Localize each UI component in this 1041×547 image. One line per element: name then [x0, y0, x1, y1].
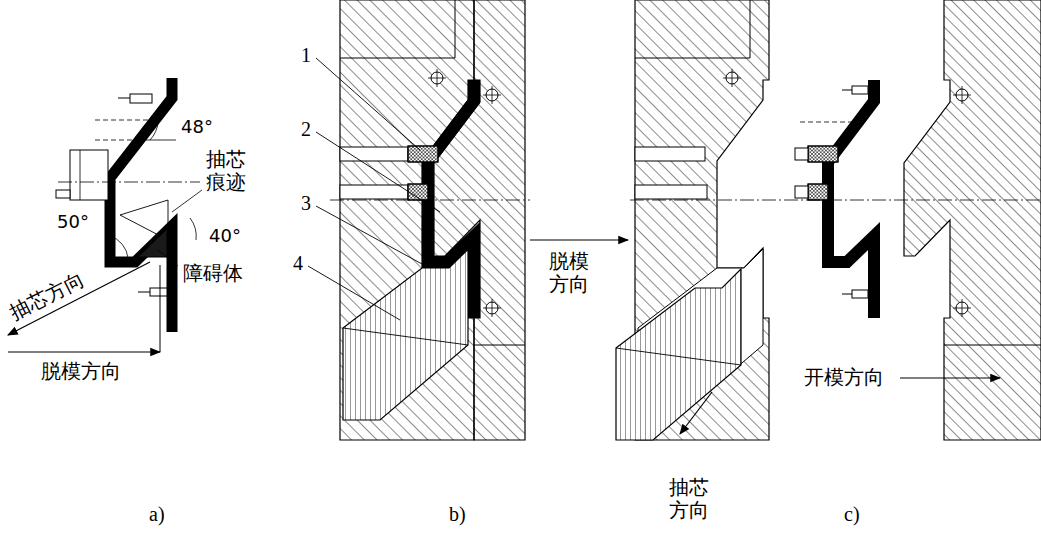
angle-label: 48° [180, 117, 214, 138]
pin-hole [635, 185, 707, 199]
leader-line [316, 132, 440, 212]
plate-joint [635, 58, 750, 59]
callout-number: 4 [292, 252, 304, 275]
screw-cross [953, 86, 971, 104]
note-label: 障碍体 [182, 262, 244, 285]
callout-number: 2 [300, 118, 312, 141]
direction-label: 抽芯方向 [5, 267, 89, 325]
angled-slider [616, 269, 741, 440]
mounting-stud [795, 148, 808, 160]
mounting-stud [130, 94, 152, 103]
hidden-line [800, 122, 860, 123]
direction-arrow [8, 351, 160, 352]
leader-line [308, 266, 400, 320]
part-boss [408, 146, 438, 162]
hidden-line [95, 140, 143, 141]
part-boss-hatch [408, 146, 438, 162]
angle-label: 50° [56, 212, 90, 233]
obstacle-body [138, 229, 167, 257]
stud-pin [138, 292, 150, 293]
mold-plate [434, 0, 525, 440]
hidden-line [95, 120, 158, 121]
plate-joint [340, 58, 455, 59]
part-boss-hatch [808, 184, 828, 200]
mounting-stud [56, 190, 70, 198]
center-line [58, 182, 200, 183]
angle-arc [110, 236, 128, 258]
screw-cross [953, 299, 971, 317]
slider-line [343, 328, 468, 345]
callout-number: 1 [300, 44, 312, 67]
callout-number: 3 [300, 192, 312, 215]
screw-cross [428, 69, 446, 87]
part-wall-hatch [110, 78, 172, 332]
slider-ground [343, 249, 468, 420]
angled-slider [343, 249, 468, 420]
boss-outline [70, 150, 108, 200]
pin-hole [635, 147, 705, 161]
direction-arrow [900, 377, 1000, 378]
leader-line [316, 58, 420, 150]
subfigure-label: a) [148, 503, 166, 526]
part-boss [808, 184, 828, 200]
screw-cross [723, 69, 741, 87]
subfigure-label: b) [448, 503, 467, 526]
part-boss [808, 146, 838, 162]
center-line [630, 200, 1041, 201]
screw-cross [483, 299, 501, 317]
stud-pin [118, 98, 130, 99]
direction-label: 脱模 方向 [548, 250, 594, 296]
subfigure-label: c) [843, 503, 861, 526]
plate-joint [474, 345, 525, 346]
stud-pin [842, 90, 852, 91]
mold-plate [904, 0, 1041, 440]
stud-pin [842, 294, 852, 295]
leader-line [158, 250, 178, 266]
part-wall-hatch [428, 80, 474, 318]
direction-label: 开模方向 [803, 366, 885, 389]
direction-label: 抽芯 方向 [668, 476, 714, 522]
leader-line [316, 206, 422, 264]
note-label: 抽芯 痕迹 [205, 148, 251, 194]
mounting-stud [852, 86, 868, 94]
pin-hole [340, 185, 408, 199]
direction-arrow [680, 392, 712, 434]
plate-joint [944, 345, 1041, 346]
part-wall [428, 80, 474, 318]
direction-arrow [530, 239, 628, 240]
part-wall-hatch [828, 80, 874, 318]
boss-line [80, 150, 81, 200]
angle-reference [140, 140, 176, 141]
part-wall [828, 80, 874, 318]
slider-ground [616, 269, 741, 440]
mounting-stud [795, 186, 808, 198]
direction-label: 脱模方向 [40, 360, 122, 383]
center-line [330, 200, 530, 201]
angle-arc [150, 122, 158, 140]
mounting-stud [150, 288, 167, 296]
slider-line [616, 348, 741, 365]
leader-line [172, 190, 202, 212]
part-boss-hatch [808, 146, 838, 162]
mounting-stud [852, 290, 868, 298]
plate-joint [750, 0, 751, 58]
angle-arc [190, 218, 196, 240]
part-wall [110, 78, 172, 332]
angle-label: 40° [208, 226, 242, 247]
extension-line [160, 265, 161, 352]
plate-joint [455, 0, 456, 58]
screw-cross [483, 86, 501, 104]
